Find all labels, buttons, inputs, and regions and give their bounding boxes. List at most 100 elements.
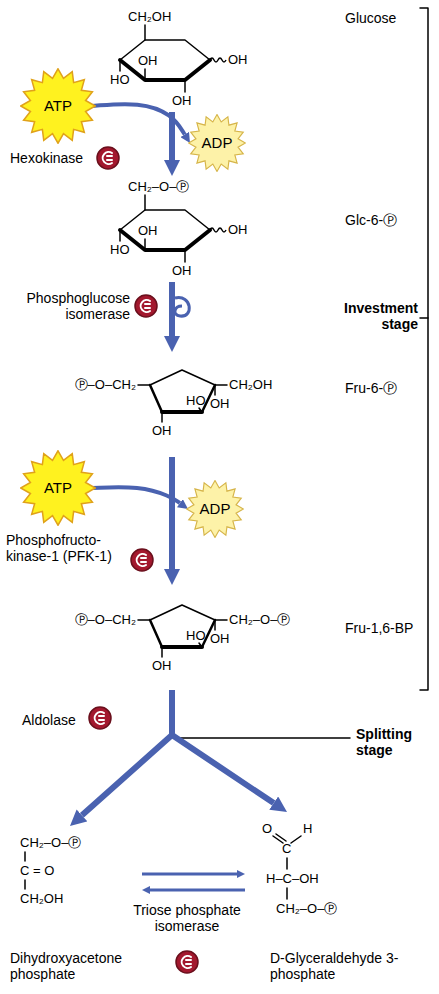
bond — [215, 384, 227, 386]
formula-text: HO — [186, 394, 206, 407]
reaction-arrow — [172, 690, 274, 803]
enzyme-glyph — [137, 554, 146, 566]
formula-text: CH₂–O–Ⓟ — [276, 902, 337, 915]
nucleotide-name: ATP — [44, 479, 72, 496]
molecule-name: Fru-1,6-BP — [345, 620, 413, 636]
formula-text: OH — [210, 397, 230, 410]
molecule-name: Fru-6-Ⓟ — [345, 380, 397, 396]
formula-text: OH — [138, 224, 158, 237]
bond — [214, 385, 216, 395]
molecule-name: Glucose — [345, 10, 396, 26]
stage-bracket — [420, 8, 428, 690]
stage-label: Splitting stage — [356, 726, 428, 758]
bond — [144, 69, 146, 80]
enzyme-glyph — [103, 152, 112, 164]
bond — [144, 195, 146, 210]
enzyme-glyph — [182, 956, 191, 968]
enzyme-label: Triose phosphate isomerase — [124, 902, 250, 934]
formula-text: H — [303, 822, 312, 835]
ring-bond-front — [162, 645, 202, 649]
enzyme-disc — [97, 147, 119, 169]
enzyme-label: Hexokinase — [10, 150, 83, 166]
enzyme-icon — [176, 951, 198, 973]
enzyme-icon — [89, 707, 111, 729]
bracket-tick — [420, 317, 428, 319]
molecule: D-Glyceraldehyde 3-phosphate — [245, 812, 435, 988]
nucleotide-name: ADP — [200, 500, 231, 517]
bond — [286, 858, 288, 869]
reaction-arrow — [92, 487, 180, 503]
ring-bond — [120, 40, 210, 60]
double-bond — [276, 834, 286, 841]
enzyme-glyph — [95, 712, 104, 724]
enzyme-icon — [131, 549, 153, 571]
formula-text: OH — [228, 53, 248, 66]
reaction-arrow — [142, 873, 237, 876]
starburst-shape — [189, 115, 246, 172]
formula-text: OH — [228, 223, 248, 236]
formula-text: C — [282, 842, 291, 855]
enzyme-glyph — [141, 300, 150, 312]
formula-text: CH₂–O–Ⓟ — [20, 836, 81, 849]
formula-text: Ⓟ–O–CH₂ — [46, 613, 136, 626]
ring-bond-front — [162, 410, 202, 414]
starburst-shape — [187, 481, 244, 538]
reaction-arrow — [169, 282, 175, 336]
reaction-arrow — [82, 690, 172, 815]
formula-text: CH₂–O–Ⓟ — [229, 613, 290, 626]
ring-bond — [150, 370, 215, 385]
bond — [161, 412, 163, 422]
bond — [119, 60, 121, 71]
formula-text: OH — [172, 264, 192, 277]
nucleotide-name: ATP — [44, 97, 72, 114]
bond — [199, 643, 202, 647]
bond — [214, 620, 216, 630]
isomerase-curl — [175, 298, 189, 317]
bond — [24, 880, 26, 889]
enzyme-icon — [97, 147, 119, 169]
ring-bond — [150, 605, 215, 620]
formula-text: HO — [186, 629, 206, 642]
formula-text: OH — [172, 94, 192, 107]
formula-text: OH — [138, 54, 158, 67]
bond — [215, 619, 227, 621]
adp-starburst: ADP — [188, 114, 246, 172]
molecule: Fru-6-Ⓟ — [60, 352, 425, 457]
formula-text: HO — [110, 73, 130, 86]
bond — [119, 230, 121, 241]
formula-text: O — [262, 822, 272, 835]
starburst-shape — [21, 451, 95, 525]
ring-bond-front — [150, 620, 162, 647]
bond — [286, 888, 288, 899]
bond — [184, 80, 186, 92]
formula-text: OH — [152, 659, 172, 672]
molecule: Fru-1,6-BP — [60, 585, 425, 690]
ring-bond-front — [120, 60, 210, 80]
formula-text: CH₂OH — [229, 378, 272, 391]
ring-bond — [120, 210, 210, 230]
enzyme-icon — [135, 295, 157, 317]
leader-line — [180, 737, 350, 739]
adp-starburst: ADP — [186, 480, 244, 538]
enzyme-label: Phosphoglucose isomerase — [18, 290, 130, 322]
molecule-name: Dihydroxyacetone phosphate — [10, 950, 138, 982]
enzyme-disc — [135, 295, 157, 317]
wavy-bond — [210, 58, 226, 62]
bond — [161, 647, 163, 657]
bond — [291, 836, 301, 843]
enzyme-disc — [176, 951, 198, 973]
ring-bond-front — [120, 230, 210, 250]
wavy-bond — [210, 228, 226, 232]
formula-text: OH — [210, 632, 230, 645]
reaction-arrow — [150, 889, 245, 892]
bond — [138, 619, 150, 621]
formula-text: H–C–OH — [266, 872, 319, 885]
formula-text: CH₂OH — [128, 10, 171, 23]
formula-text: C = O — [20, 864, 54, 877]
enzyme-label: Phosphofructo- kinase-1 (PFK-1) — [6, 532, 128, 564]
reaction-arrow — [169, 457, 175, 569]
stage-label: Investment stage — [330, 300, 418, 332]
bond — [199, 408, 202, 412]
atp-starburst: ATP — [20, 68, 96, 144]
